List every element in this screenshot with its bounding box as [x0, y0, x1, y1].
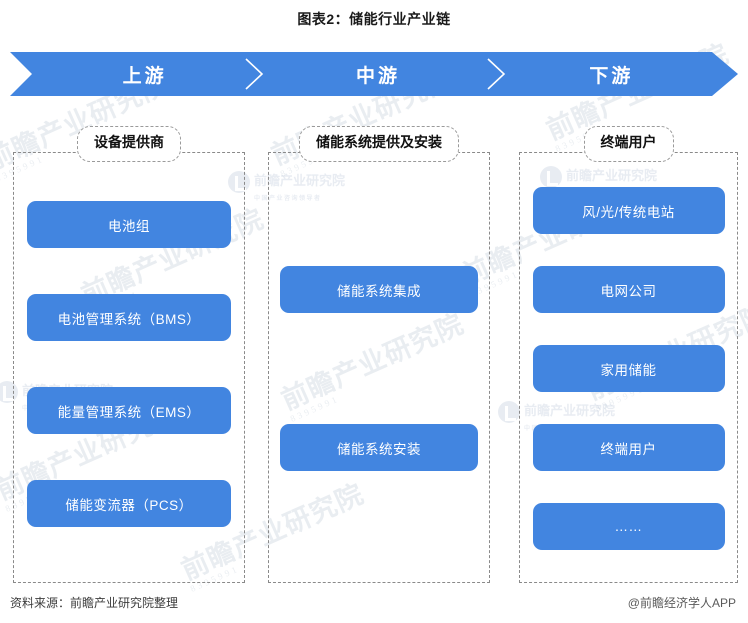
value-chain-banner: 上游 中游 下游 — [10, 52, 738, 96]
banner-arrow-shape — [10, 52, 738, 96]
node-power-plants[interactable]: 风/光/传统电站 — [532, 187, 725, 234]
source-note: 资料来源：前瞻产业研究院整理 — [10, 596, 179, 610]
node-system-integration[interactable]: 储能系统集成 — [280, 266, 478, 313]
column-midstream: 储能系统提供及安装 储能系统集成 储能系统安装 — [268, 126, 490, 583]
node-bms[interactable]: 电池管理系统（BMS） — [27, 294, 231, 341]
banner-segment-downstream[interactable]: 下游 — [589, 65, 634, 87]
page-title: 图表2：储能行业产业链 — [297, 11, 451, 27]
node-home-storage[interactable]: 家用储能 — [532, 345, 725, 392]
node-battery-pack[interactable]: 电池组 — [27, 201, 231, 248]
column-header-midstream: 储能系统提供及安装 — [299, 126, 459, 162]
banner-segment-midstream[interactable]: 中游 — [355, 65, 400, 87]
banner-labels: 上游 中游 下游 — [10, 52, 738, 96]
node-ellipsis[interactable]: …… — [532, 503, 725, 550]
credit-note: @前瞻经济学人APP — [627, 596, 736, 610]
node-pcs[interactable]: 储能变流器（PCS） — [27, 480, 231, 527]
value-chain-columns: 设备提供商 电池组 电池管理系统（BMS） 能量管理系统（EMS） 储能变流器（… — [0, 126, 748, 584]
column-upstream: 设备提供商 电池组 电池管理系统（BMS） 能量管理系统（EMS） 储能变流器（… — [13, 126, 245, 583]
node-system-installation[interactable]: 储能系统安装 — [280, 424, 478, 471]
node-end-user[interactable]: 终端用户 — [532, 424, 725, 471]
column-header-downstream: 终端用户 — [583, 126, 674, 162]
node-ems[interactable]: 能量管理系统（EMS） — [27, 387, 231, 434]
banner-segment-upstream[interactable]: 上游 — [122, 65, 167, 87]
column-header-upstream: 设备提供商 — [77, 126, 181, 162]
node-grid-company[interactable]: 电网公司 — [532, 266, 725, 313]
column-downstream: 终端用户 风/光/传统电站 电网公司 家用储能 终端用户 …… — [519, 126, 738, 583]
